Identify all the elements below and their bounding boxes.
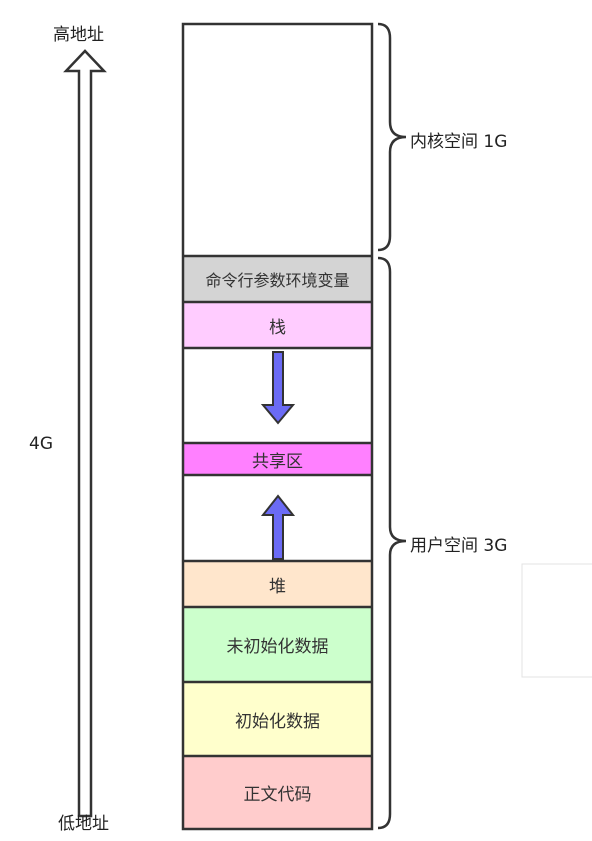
kernel-space-brace-icon	[377, 22, 407, 252]
heap-growth-up-arrow-icon	[260, 494, 296, 560]
user-space-brace-icon	[377, 256, 407, 830]
segment-label: 命令行参数环境变量	[205, 271, 350, 290]
segment-label: 初始化数据	[235, 711, 320, 732]
segment-bss: 未初始化数据	[184, 608, 371, 681]
user-space-label: 用户空间 3G	[410, 536, 508, 556]
segment-label: 未初始化数据	[226, 637, 329, 657]
stack-growth-down-arrow-icon	[260, 351, 296, 425]
segment-data: 初始化数据	[184, 683, 371, 755]
segment-label: 栈	[269, 317, 286, 338]
segment-label: 堆	[269, 576, 286, 597]
segment-label: 共享区	[252, 451, 303, 472]
memory-column-outline	[181, 22, 374, 831]
address-axis-arrow-icon	[63, 49, 107, 818]
segment-stack: 栈	[184, 303, 371, 347]
high-address-label: 高地址	[53, 25, 104, 45]
segment-kernel	[184, 25, 371, 255]
segment-label: 正文代码	[243, 785, 312, 805]
kernel-space-label: 内核空间 1G	[410, 132, 508, 152]
low-address-label: 低地址	[58, 814, 109, 834]
segment-cmdline-env: 命令行参数环境变量	[184, 257, 371, 301]
right-edge-box	[521, 563, 592, 678]
segment-heap: 堆	[184, 562, 371, 606]
segment-shared: 共享区	[184, 444, 371, 474]
total-size-label: 4G	[29, 434, 53, 454]
segment-text: 正文代码	[184, 757, 371, 828]
